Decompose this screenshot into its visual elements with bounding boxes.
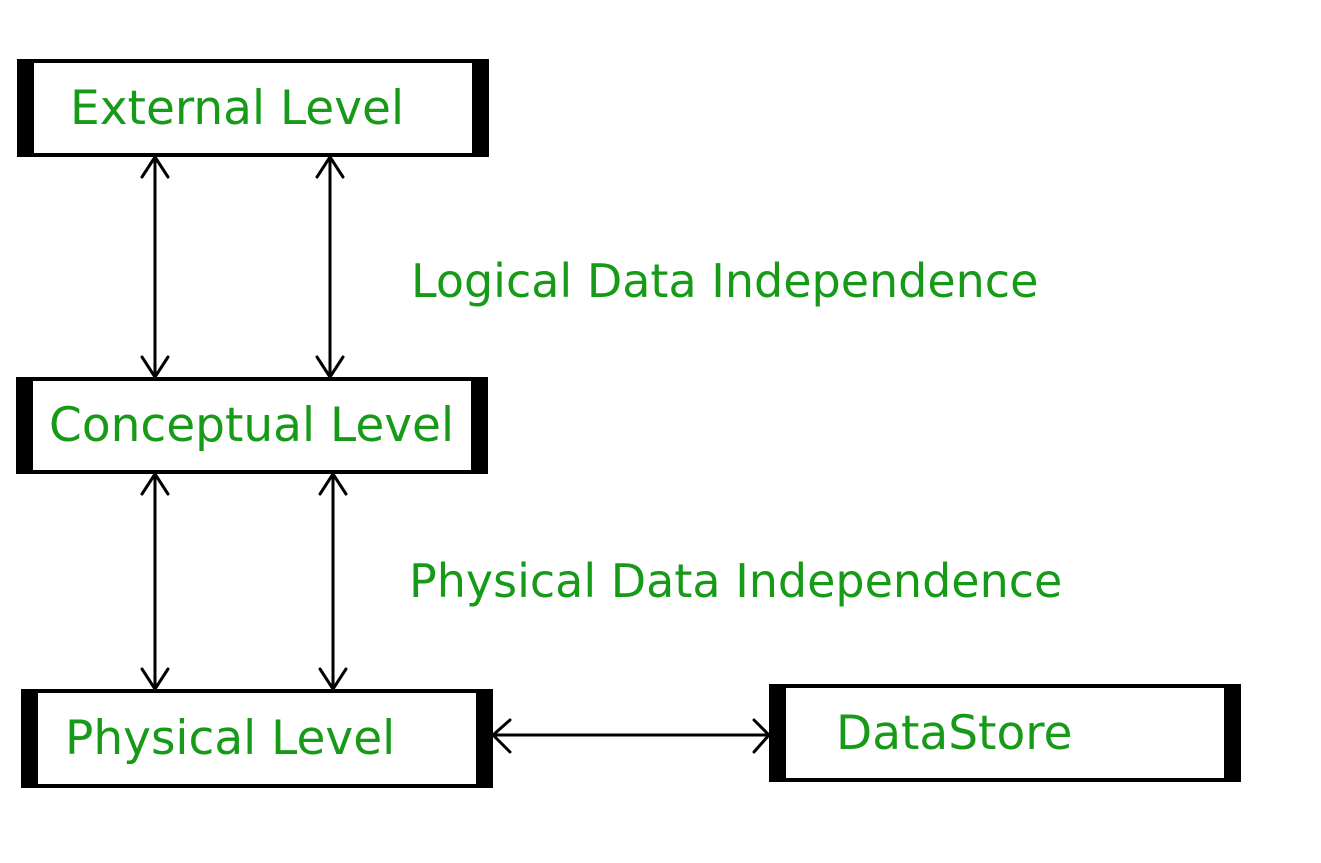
arrow-physical-datastore [491,718,771,754]
physical-level-box: Physical Level [21,689,493,788]
arrow-conceptual-physical-left [140,472,170,691]
arrow-external-conceptual-left [140,155,170,379]
conceptual-level-label: Conceptual Level [49,398,455,453]
external-level-box: External Level [17,59,489,157]
physical-level-label: Physical Level [65,711,396,766]
logical-data-independence-label: Logical Data Independence [411,254,1039,308]
datastore-label: DataStore [836,705,1073,761]
arrow-external-conceptual-right [315,155,345,379]
external-level-label: External Level [70,80,405,136]
arrow-conceptual-physical-right [318,472,348,691]
physical-data-independence-label: Physical Data Independence [409,554,1063,608]
conceptual-level-box: Conceptual Level [16,377,488,474]
datastore-box: DataStore [769,684,1241,782]
